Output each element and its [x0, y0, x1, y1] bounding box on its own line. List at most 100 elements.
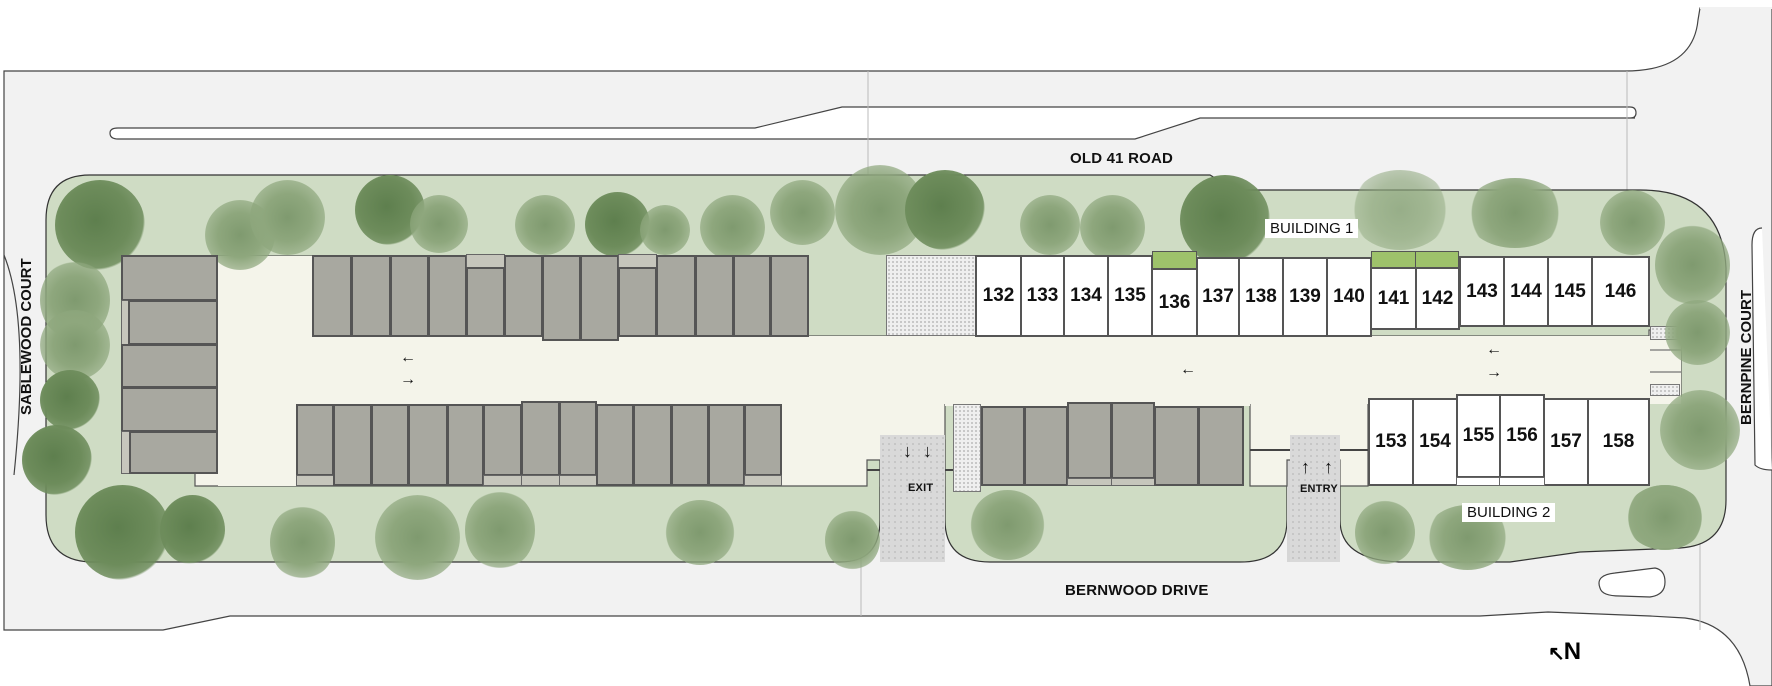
tree-icon — [640, 205, 690, 255]
unit-135[interactable]: 135 — [1107, 255, 1153, 337]
existing-unit — [447, 404, 484, 486]
arrow-up-icon: ↑ — [1301, 457, 1310, 477]
existing-unit — [333, 404, 372, 486]
tree-icon — [970, 490, 1045, 560]
exit-driveway — [880, 435, 945, 562]
existing-unit — [390, 255, 429, 337]
tree-icon — [1020, 195, 1080, 255]
north-label: N — [1563, 638, 1582, 665]
existing-unit — [1067, 402, 1112, 479]
patio — [1111, 478, 1155, 486]
unit-145[interactable]: 145 — [1547, 256, 1593, 327]
tree-icon — [1180, 175, 1270, 265]
existing-unit — [671, 404, 709, 486]
building-2-label: BUILDING 2 — [1462, 503, 1556, 522]
tree-icon — [1350, 170, 1450, 250]
unit-132[interactable]: 132 — [975, 255, 1022, 337]
arrow-left-icon: ← — [1486, 341, 1502, 358]
unit-157[interactable]: 157 — [1543, 398, 1589, 486]
unit-133[interactable]: 133 — [1020, 255, 1065, 337]
existing-unit — [981, 406, 1025, 486]
patio — [521, 475, 560, 486]
unit-155[interactable]: 155 — [1456, 394, 1501, 478]
unit-153[interactable]: 153 — [1368, 398, 1414, 486]
tree-icon — [375, 495, 460, 580]
existing-unit — [733, 255, 771, 337]
green-roof — [1371, 251, 1416, 268]
existing-unit — [1154, 406, 1199, 486]
existing-unit — [618, 267, 657, 337]
tree-icon — [825, 510, 880, 570]
unit-156[interactable]: 156 — [1499, 394, 1545, 478]
tree-icon — [1080, 195, 1145, 260]
tree-icon — [75, 485, 170, 580]
arrow-right-icon: → — [400, 371, 416, 388]
tree-icon — [1465, 178, 1565, 248]
north-arrow: ↖ N — [1548, 638, 1582, 665]
unit-154[interactable]: 154 — [1412, 398, 1458, 486]
tree-icon — [160, 495, 225, 565]
existing-unit — [312, 255, 352, 337]
existing-unit — [121, 387, 218, 432]
tree-icon — [40, 310, 110, 380]
existing-unit — [351, 255, 391, 337]
tree-icon — [665, 500, 735, 565]
existing-unit — [744, 404, 782, 476]
tree-icon — [1625, 485, 1705, 550]
existing-unit — [521, 401, 560, 476]
arrow-right-icon: → — [1486, 364, 1502, 381]
exit-label: EXIT — [908, 482, 934, 494]
unit-139[interactable]: 139 — [1282, 257, 1328, 337]
patio — [466, 254, 505, 268]
street-label-west: SABLEWOOD COURT — [18, 258, 35, 415]
existing-unit — [633, 404, 672, 486]
tree-icon — [770, 180, 835, 245]
utility-pad — [886, 255, 976, 336]
tree-icon — [515, 195, 575, 255]
unit-136[interactable]: 136 — [1151, 268, 1198, 337]
tree-icon — [270, 505, 335, 580]
existing-unit — [559, 401, 597, 476]
unit-143[interactable]: 143 — [1459, 256, 1505, 327]
patio — [1456, 477, 1501, 486]
existing-unit — [296, 404, 334, 476]
tree-icon — [40, 370, 100, 430]
green-roof — [1152, 251, 1197, 269]
patio — [618, 254, 657, 268]
utility-pad — [953, 404, 981, 492]
unit-141[interactable]: 141 — [1370, 267, 1417, 330]
tree-icon — [1655, 225, 1730, 305]
unit-137[interactable]: 137 — [1196, 257, 1240, 337]
unit-134[interactable]: 134 — [1063, 255, 1109, 337]
existing-unit — [428, 255, 467, 337]
existing-unit — [708, 404, 745, 486]
tree-icon — [1665, 300, 1730, 365]
existing-unit — [1198, 406, 1244, 486]
patio — [1067, 478, 1112, 486]
existing-unit — [129, 431, 218, 474]
unit-138[interactable]: 138 — [1238, 257, 1284, 337]
patio — [559, 475, 597, 486]
existing-unit — [770, 255, 809, 337]
north-arrow-icon: ↖ — [1548, 643, 1565, 665]
unit-158[interactable]: 158 — [1587, 398, 1650, 486]
arrow-left-icon: ← — [1180, 361, 1196, 378]
unit-144[interactable]: 144 — [1503, 256, 1549, 327]
existing-unit — [483, 404, 522, 476]
existing-unit — [371, 404, 409, 486]
unit-140[interactable]: 140 — [1326, 257, 1372, 337]
existing-unit — [1024, 406, 1068, 486]
tree-icon — [22, 425, 92, 495]
tree-icon — [250, 180, 325, 255]
building-1-label: BUILDING 1 — [1265, 219, 1359, 238]
patio — [483, 475, 522, 486]
utility-pad — [1650, 384, 1680, 396]
unit-142[interactable]: 142 — [1415, 267, 1460, 330]
existing-unit — [466, 267, 505, 337]
existing-unit — [542, 255, 581, 341]
tree-icon — [1600, 190, 1665, 255]
unit-146[interactable]: 146 — [1591, 256, 1650, 327]
tree-icon — [1355, 500, 1415, 565]
existing-unit — [1111, 402, 1155, 479]
